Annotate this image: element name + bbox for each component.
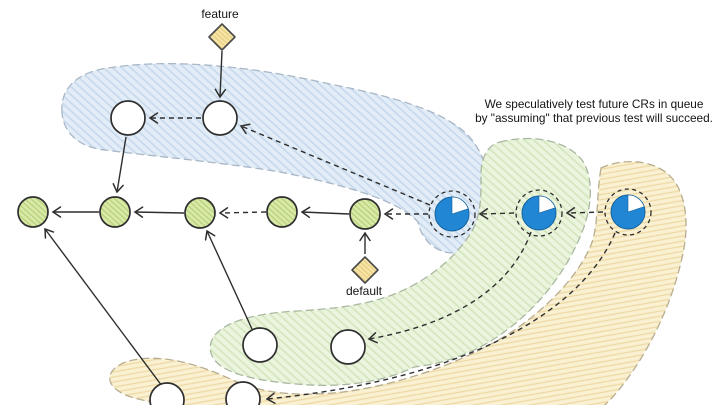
green-region bbox=[209, 137, 591, 386]
commit-main-3 bbox=[184, 197, 216, 229]
edge-main-4-3-dashed bbox=[218, 207, 267, 219]
edge-cr3-to-main1 bbox=[44, 227, 163, 387]
annotation-line-1: We speculatively test future CRs in queu… bbox=[484, 97, 704, 111]
feature-diamond-icon bbox=[208, 23, 236, 51]
edge-pie2-to-pie1 bbox=[478, 208, 515, 220]
edge-group bbox=[44, 50, 616, 404]
speculative-pie-1 bbox=[428, 190, 476, 238]
edge-feature2-to-main2 bbox=[112, 136, 127, 194]
edge-pie3-to-cr3-head bbox=[265, 232, 616, 404]
edge-pie1-to-feature-head bbox=[239, 123, 431, 206]
annotation-line-2: by "assuming" that previous test will su… bbox=[475, 110, 713, 125]
edge-main-3-2 bbox=[133, 206, 185, 218]
edge-cr2-to-main3 bbox=[204, 229, 253, 330]
node-group bbox=[17, 100, 381, 405]
commit-cr3-2-head bbox=[225, 381, 261, 405]
yellow-region bbox=[109, 161, 687, 405]
speculative-pie-2 bbox=[515, 189, 563, 237]
region-group bbox=[61, 63, 687, 405]
speculative-pie-group bbox=[428, 188, 652, 238]
annotation-text: We speculatively test future CRs in queu… bbox=[464, 97, 720, 125]
commit-cr3-1 bbox=[149, 382, 185, 405]
commit-main-1 bbox=[17, 196, 49, 228]
commit-cr2-2-head bbox=[330, 329, 366, 365]
default-diamond-icon bbox=[351, 256, 379, 284]
branch-pointer-group bbox=[208, 23, 379, 284]
commit-main-4 bbox=[266, 196, 298, 228]
default-branch-label: default bbox=[345, 284, 383, 298]
feature-branch-label: feature bbox=[201, 7, 239, 21]
edge-main-5-4 bbox=[300, 206, 350, 219]
speculative-pie-3 bbox=[604, 188, 652, 236]
commit-main-5-default-head bbox=[349, 198, 381, 230]
commit-feature-1 bbox=[110, 100, 146, 136]
edge-pie2-to-cr2-head bbox=[367, 231, 532, 344]
commit-cr2-1 bbox=[242, 327, 278, 363]
edge-pie3-to-pie2 bbox=[565, 207, 604, 219]
commit-main-2 bbox=[99, 196, 131, 228]
commit-feature-2-head bbox=[202, 100, 238, 136]
edge-feature-pointer bbox=[214, 50, 227, 99]
